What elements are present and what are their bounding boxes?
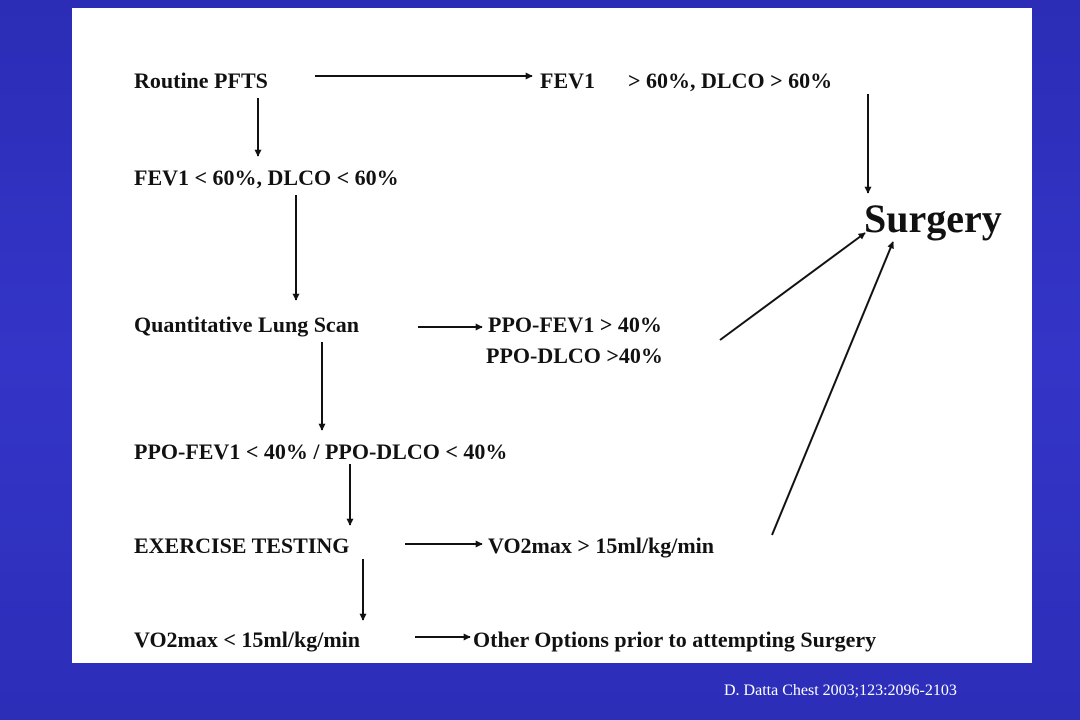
node-fev1-label: FEV1 — [540, 68, 595, 93]
node-vo2max-low: VO2max < 15ml/kg/min — [134, 627, 360, 652]
node-fev1-high: > 60%, DLCO > 60% — [628, 68, 833, 93]
citation: D. Datta Chest 2003;123:2096-2103 — [724, 682, 957, 699]
node-exercise-testing: EXERCISE TESTING — [134, 533, 350, 558]
node-lung-scan: Quantitative Lung Scan — [134, 312, 359, 337]
node-surgery: Surgery — [864, 196, 1002, 241]
node-fev1-low: FEV1 < 60%, DLCO < 60% — [134, 165, 399, 190]
node-ppo-dlco-high: PPO-DLCO >40% — [486, 343, 663, 368]
node-ppo-fev1-high: PPO-FEV1 > 40% — [488, 312, 662, 337]
node-vo2max-high: VO2max > 15ml/kg/min — [488, 533, 714, 558]
node-ppo-low: PPO-FEV1 < 40% / PPO-DLCO < 40% — [134, 439, 508, 464]
node-other-options: Other Options prior to attempting Surger… — [473, 627, 877, 652]
node-routine-pfts: Routine PFTS — [134, 68, 268, 93]
